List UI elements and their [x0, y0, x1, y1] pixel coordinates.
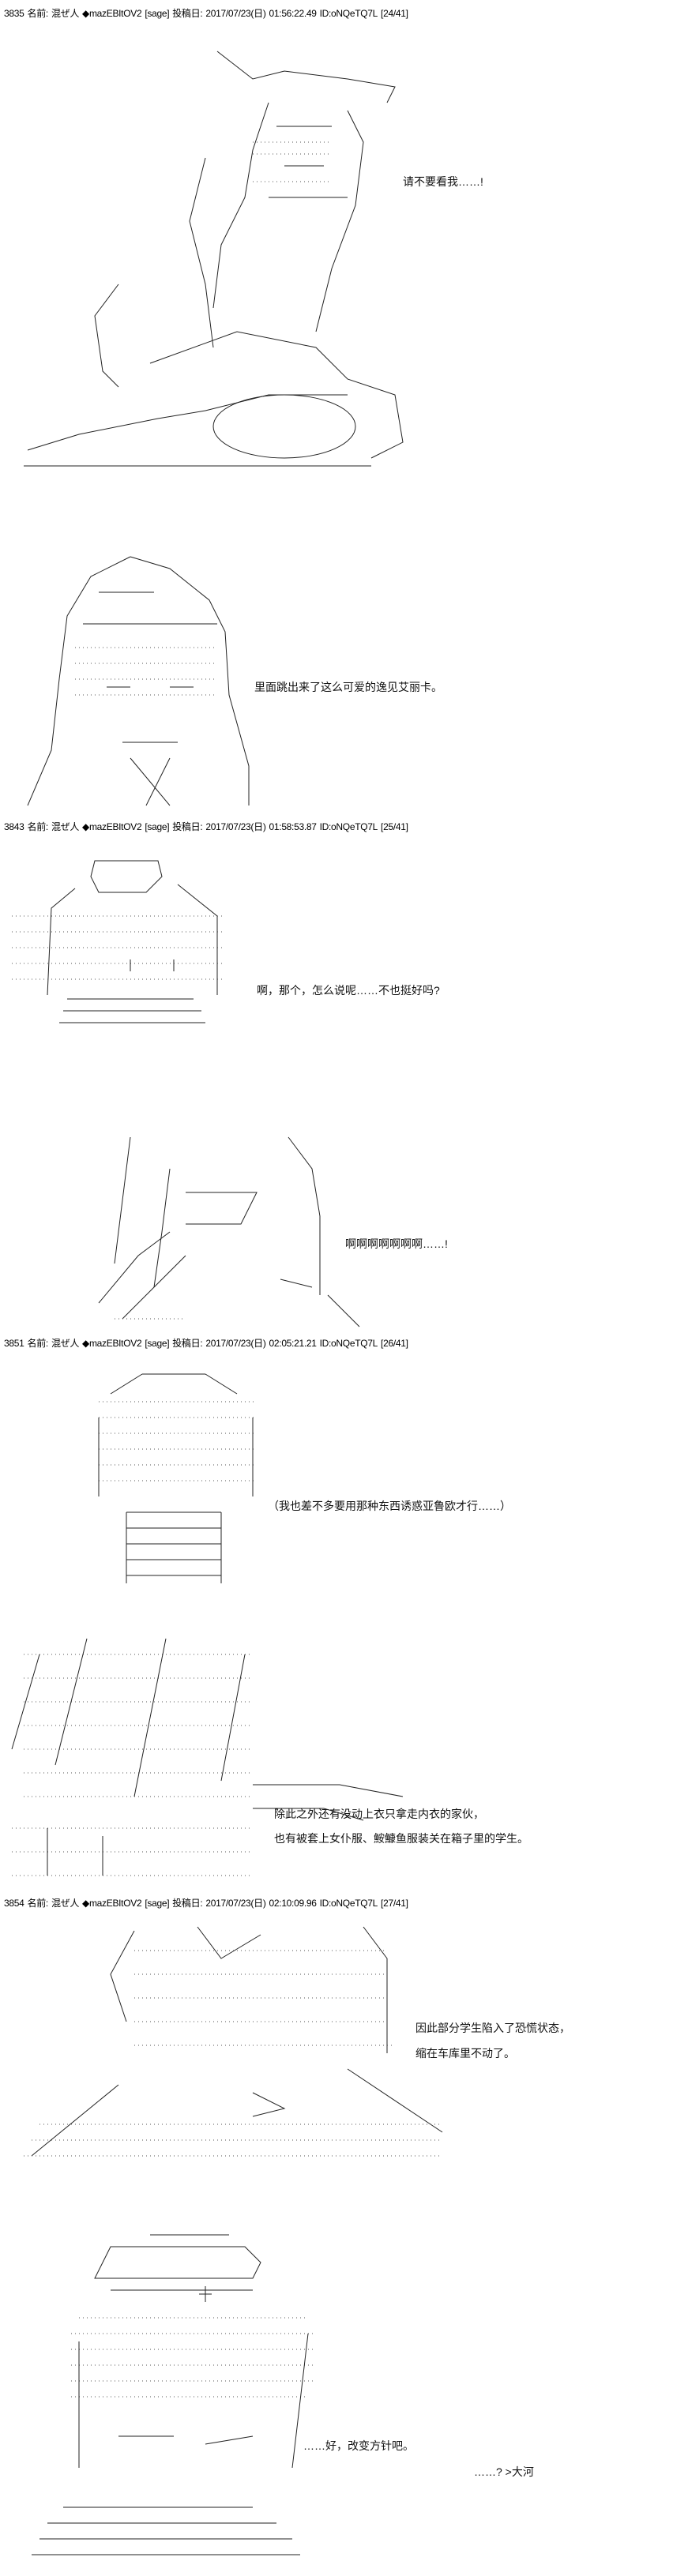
date-label: 投稿日:	[172, 8, 203, 19]
ascii-art-erika	[27, 556, 250, 806]
ascii-art-girl-in-box	[24, 51, 404, 467]
ascii-art-taiga-character	[32, 2234, 316, 2555]
post-time: 01:58:53.87	[269, 821, 317, 832]
date-label: 投稿日:	[172, 821, 203, 832]
poster-trip: ◆mazEBItOV2	[82, 1898, 142, 1909]
dialogue-line: 里面跳出来了这么可爱的逸见艾丽卡。	[254, 681, 442, 693]
post-number: 3851	[4, 1338, 24, 1349]
mail-field: [sage]	[145, 8, 170, 19]
poster-trip: ◆mazEBItOV2	[82, 1338, 142, 1349]
dialogue-line: 请不要看我……!	[403, 175, 483, 188]
post-time: 02:05:21.21	[269, 1338, 317, 1349]
poster-name: 混ぜ人	[51, 1338, 80, 1349]
dialogue-line: 啊啊啊啊啊啊啊……!	[345, 1237, 448, 1250]
poster-name: 混ぜ人	[51, 821, 80, 832]
post-time: 01:56:22.49	[269, 8, 317, 19]
mail-field: [sage]	[145, 821, 170, 832]
poster-name: 混ぜ人	[51, 8, 80, 19]
dialogue-line: 因此部分学生陷入了恐慌状态，	[415, 2022, 570, 2034]
dialogue-line: ……? >大河	[474, 2465, 534, 2478]
poster-id: ID:oNQeTQ7L	[319, 1898, 378, 1909]
poster-id: ID:oNQeTQ7L	[319, 821, 378, 832]
poster-id: ID:oNQeTQ7L	[319, 1338, 378, 1349]
post-count: [26/41]	[381, 1338, 408, 1349]
name-label: 名前:	[27, 1898, 49, 1909]
post-count: [25/41]	[381, 821, 408, 832]
post-time: 02:10:09.96	[269, 1898, 317, 1909]
mail-field: [sage]	[145, 1898, 170, 1909]
name-label: 名前:	[27, 1338, 49, 1349]
poster-trip: ◆mazEBItOV2	[82, 8, 142, 19]
date-label: 投稿日:	[172, 1898, 203, 1909]
dialogue-line: ……好，改变方针吧。	[303, 2439, 414, 2452]
dialogue-line: （我也差不多要用那种东西诱惑亚鲁欧才行……）	[268, 1500, 511, 1512]
post-number: 3843	[4, 821, 24, 832]
post-count: [27/41]	[381, 1898, 408, 1909]
ascii-art-character-thinking	[98, 1373, 257, 1583]
poster-name: 混ぜ人	[51, 1898, 80, 1909]
poster-id: ID:oNQeTQ7L	[319, 8, 378, 19]
dialogue-line: 除此之外还有没动上衣只拿走内衣的家伙，	[274, 1808, 484, 1820]
post-date: 2017/07/23(日)	[205, 1898, 266, 1909]
post-number: 3854	[4, 1898, 24, 1909]
post-date: 2017/07/23(日)	[205, 1338, 266, 1349]
dialogue-line: 缩在车库里不动了。	[415, 2047, 515, 2060]
ascii-art-character-flustered	[12, 860, 225, 1023]
date-label: 投稿日:	[172, 1338, 203, 1349]
dialogue-line: 也有被套上女仆服、鮟鱇鱼服装关在箱子里的学生。	[274, 1832, 528, 1845]
post-count: [24/41]	[381, 8, 408, 19]
post-date: 2017/07/23(日)	[205, 821, 266, 832]
ascii-art-character-hiding-face	[98, 1136, 360, 1327]
ascii-art-character-resting-head	[24, 1926, 443, 2157]
name-label: 名前:	[27, 821, 49, 832]
post-date: 2017/07/23(日)	[205, 8, 266, 19]
post-number: 3835	[4, 8, 24, 19]
mail-field: [sage]	[145, 1338, 170, 1349]
poster-trip: ◆mazEBItOV2	[82, 821, 142, 832]
name-label: 名前:	[27, 8, 49, 19]
ascii-art-character-pointing	[11, 1638, 404, 1876]
dialogue-line: 啊，那个，怎么说呢……不也挺好吗?	[257, 984, 440, 997]
